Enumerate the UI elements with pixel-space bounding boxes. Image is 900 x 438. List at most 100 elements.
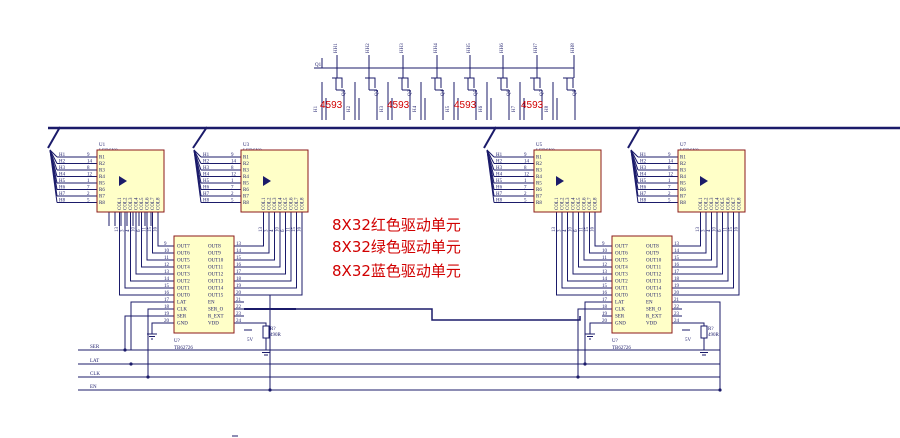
- driver-pin-num: 23: [674, 312, 680, 317]
- driver-pin-name: OUT15: [208, 294, 224, 299]
- hh-label: HH6: [500, 43, 505, 53]
- col-fanout: [244, 226, 297, 289]
- row-net-label: H7: [640, 192, 647, 197]
- row-pin: 1: [524, 179, 527, 184]
- driver-pin-name: OUT7: [615, 245, 628, 250]
- driver-pin-name: SER: [615, 315, 625, 320]
- drop-en-2: [682, 301, 721, 390]
- col-label: COL3: [710, 197, 715, 210]
- col-fanout: [141, 226, 164, 268]
- row-pin: 5: [524, 199, 527, 204]
- mosfet-part-label: 4593: [387, 100, 410, 111]
- h-label: H4: [413, 105, 418, 112]
- driver-pin-num: 9: [164, 242, 167, 247]
- col-pin: 11: [287, 227, 292, 232]
- row-net-label: H2: [203, 160, 210, 165]
- col-label: COL2: [268, 197, 273, 210]
- resistor-body: [262, 325, 270, 339]
- driver-pin-num: 23: [236, 312, 242, 317]
- driver-pin-num: 11: [164, 256, 169, 261]
- col-fanout: [682, 226, 701, 247]
- signal-label: EN: [90, 385, 97, 390]
- h-label: H2: [347, 105, 352, 112]
- driver-pin-name: OUT11: [646, 266, 662, 271]
- supply-label: 5V: [685, 338, 692, 343]
- row-pin: 2: [87, 192, 90, 197]
- q-label: Q3: [408, 89, 413, 96]
- col-fanout: [244, 226, 292, 282]
- row-pin: 8: [524, 166, 527, 171]
- col-pin: 13: [552, 227, 557, 233]
- driver-pin-name: LAT: [177, 301, 186, 306]
- col-label: COL5: [284, 197, 289, 210]
- col-label: COL6: [290, 197, 295, 210]
- q-label: Q4: [441, 89, 446, 96]
- driver-pin-num: 17: [674, 270, 680, 275]
- h-label: H6: [479, 105, 484, 112]
- row-label: R3: [243, 169, 249, 174]
- col-fanout: [594, 226, 602, 247]
- driver-pin-num: 20: [674, 291, 680, 296]
- row-pin: 9: [524, 153, 527, 158]
- col-fanout: [157, 226, 164, 247]
- h-label: H1: [314, 105, 319, 112]
- driver-pin-num: 14: [602, 277, 608, 282]
- col-pin: 16: [735, 227, 740, 233]
- col-fanout: [119, 226, 164, 296]
- row-label: R3: [680, 169, 686, 174]
- col-pin: 15: [729, 227, 734, 233]
- driver-pin-name: SER: [177, 315, 187, 320]
- col-pin: 13: [115, 227, 120, 233]
- row-label: R8: [680, 201, 686, 206]
- driver-pin-name: OUT1: [615, 287, 628, 292]
- bus-entry: [193, 149, 202, 203]
- col-label: COL6: [146, 197, 151, 210]
- row-pin: 14: [87, 160, 93, 165]
- driver-pin-num: 16: [674, 263, 680, 268]
- driver-pin-name: OUT8: [646, 245, 659, 250]
- row-label: R4: [99, 175, 105, 180]
- col-pin: 4: [270, 229, 275, 232]
- hh-label: HH8: [571, 43, 576, 53]
- row-label: R1: [536, 156, 542, 161]
- signal-label: LAT: [90, 359, 99, 364]
- col-fanout: [682, 226, 707, 254]
- led-ref: U1: [99, 143, 106, 148]
- driver-pin-name: OUT5: [615, 259, 628, 264]
- driver-pin-num: 21: [674, 298, 680, 303]
- row-pin: 8: [231, 166, 234, 171]
- row-pin: 7: [524, 186, 527, 191]
- row-label: R4: [243, 175, 249, 180]
- signal-label: SER: [90, 345, 100, 350]
- col-label: COL1: [118, 197, 123, 210]
- col-fanout: [556, 226, 602, 296]
- junction-dot: [583, 362, 587, 366]
- col-pin: 15: [148, 227, 153, 233]
- driver-pin-num: 22: [674, 305, 680, 310]
- led-matrix-body: [240, 149, 309, 213]
- col-fanout: [124, 226, 164, 289]
- bus-tap: [483, 126, 497, 149]
- row-label: R5: [99, 182, 105, 187]
- col-label: COL4: [279, 197, 284, 210]
- junction-dot: [146, 375, 150, 379]
- col-pin: 11: [143, 227, 148, 232]
- row-pin: 9: [87, 153, 90, 158]
- row-label: R3: [536, 169, 542, 174]
- driver-pin-num: 13: [674, 242, 680, 247]
- mosfet-drain: [530, 77, 541, 88]
- col-label: COL8: [301, 197, 306, 210]
- col-label: COL6: [727, 197, 732, 210]
- driver-pin-num: 12: [602, 263, 608, 268]
- junction-dot: [129, 362, 133, 366]
- col-fanout: [244, 226, 286, 275]
- row-net-label: H8: [59, 199, 66, 204]
- col-pin: 6: [137, 229, 142, 232]
- bus-tap: [627, 126, 641, 149]
- h-label: H8: [545, 105, 550, 112]
- driver-pin-name: OUT6: [177, 252, 190, 257]
- row-pin: 7: [231, 186, 234, 191]
- col-pin: 16: [591, 227, 596, 233]
